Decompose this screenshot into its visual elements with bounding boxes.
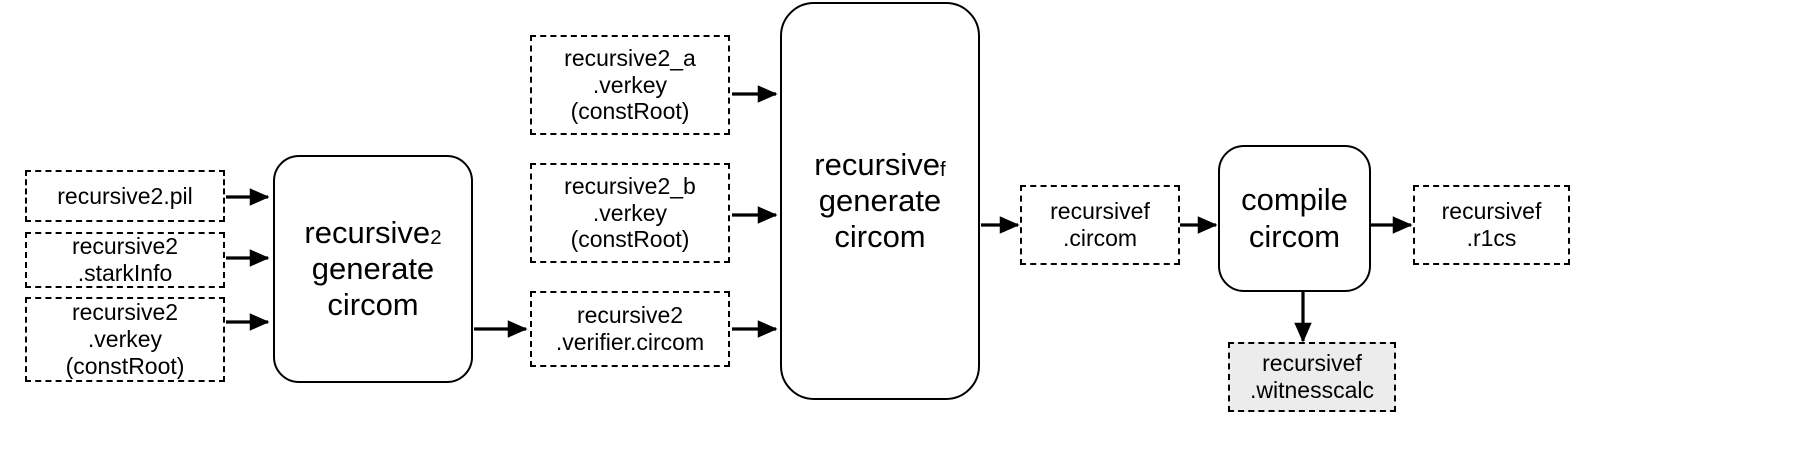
node-recursive2-b-verkey-label: recursive2_b .verkey (constRoot)	[564, 172, 696, 253]
node-recursivef-r1cs-label: recursivef .r1cs	[1441, 198, 1542, 251]
node-recursive2-verkey[interactable]: recursive2 .verkey (constRoot)	[25, 297, 225, 382]
node-recursivef-circom-label: recursivef .circom	[1050, 198, 1150, 251]
genf-label-subscript: f	[940, 158, 946, 182]
node-recursive2-verkey-label: recursive2 .verkey (constRoot)	[65, 299, 185, 379]
node-recursivef-generate-circom-label: recursivef generate circom	[782, 147, 978, 256]
node-recursive2-starkinfo[interactable]: recursive2 .starkInfo	[25, 232, 225, 288]
node-recursivef-generate-circom[interactable]: recursivef generate circom	[780, 2, 980, 400]
node-recursivef-r1cs[interactable]: recursivef .r1cs	[1413, 185, 1570, 265]
gen2-label-pre: recursive	[304, 214, 431, 250]
node-recursivef-witnesscalc-label: recursivef .witnesscalc	[1250, 350, 1374, 403]
node-recursive2-a-verkey[interactable]: recursive2_a .verkey (constRoot)	[530, 35, 730, 135]
node-recursive2-pil[interactable]: recursive2.pil	[25, 170, 225, 222]
node-recursivef-witnesscalc[interactable]: recursivef .witnesscalc	[1228, 342, 1396, 412]
node-compile-circom-label: compile circom	[1241, 182, 1348, 254]
genf-label-pre: recursive	[814, 146, 941, 182]
genf-label-post: generate circom	[818, 182, 942, 255]
node-recursive2-verifier-circom-label: recursive2 .verifier.circom	[555, 302, 705, 355]
node-recursivef-circom[interactable]: recursivef .circom	[1020, 185, 1180, 265]
node-recursive2-generate-circom[interactable]: recursive2 generate circom	[273, 155, 473, 383]
node-recursive2-starkinfo-label: recursive2 .starkInfo	[71, 233, 179, 286]
node-recursive2-generate-circom-label: recursive2 generate circom	[275, 215, 471, 324]
gen2-label-post: generate circom	[311, 250, 435, 323]
node-compile-circom[interactable]: compile circom	[1218, 145, 1371, 292]
node-recursive2-a-verkey-label: recursive2_a .verkey (constRoot)	[564, 44, 696, 125]
node-recursive2-verifier-circom[interactable]: recursive2 .verifier.circom	[530, 291, 730, 367]
node-recursive2-b-verkey[interactable]: recursive2_b .verkey (constRoot)	[530, 163, 730, 263]
node-recursive2-pil-label: recursive2.pil	[57, 182, 193, 209]
gen2-label-subscript: 2	[430, 226, 442, 250]
